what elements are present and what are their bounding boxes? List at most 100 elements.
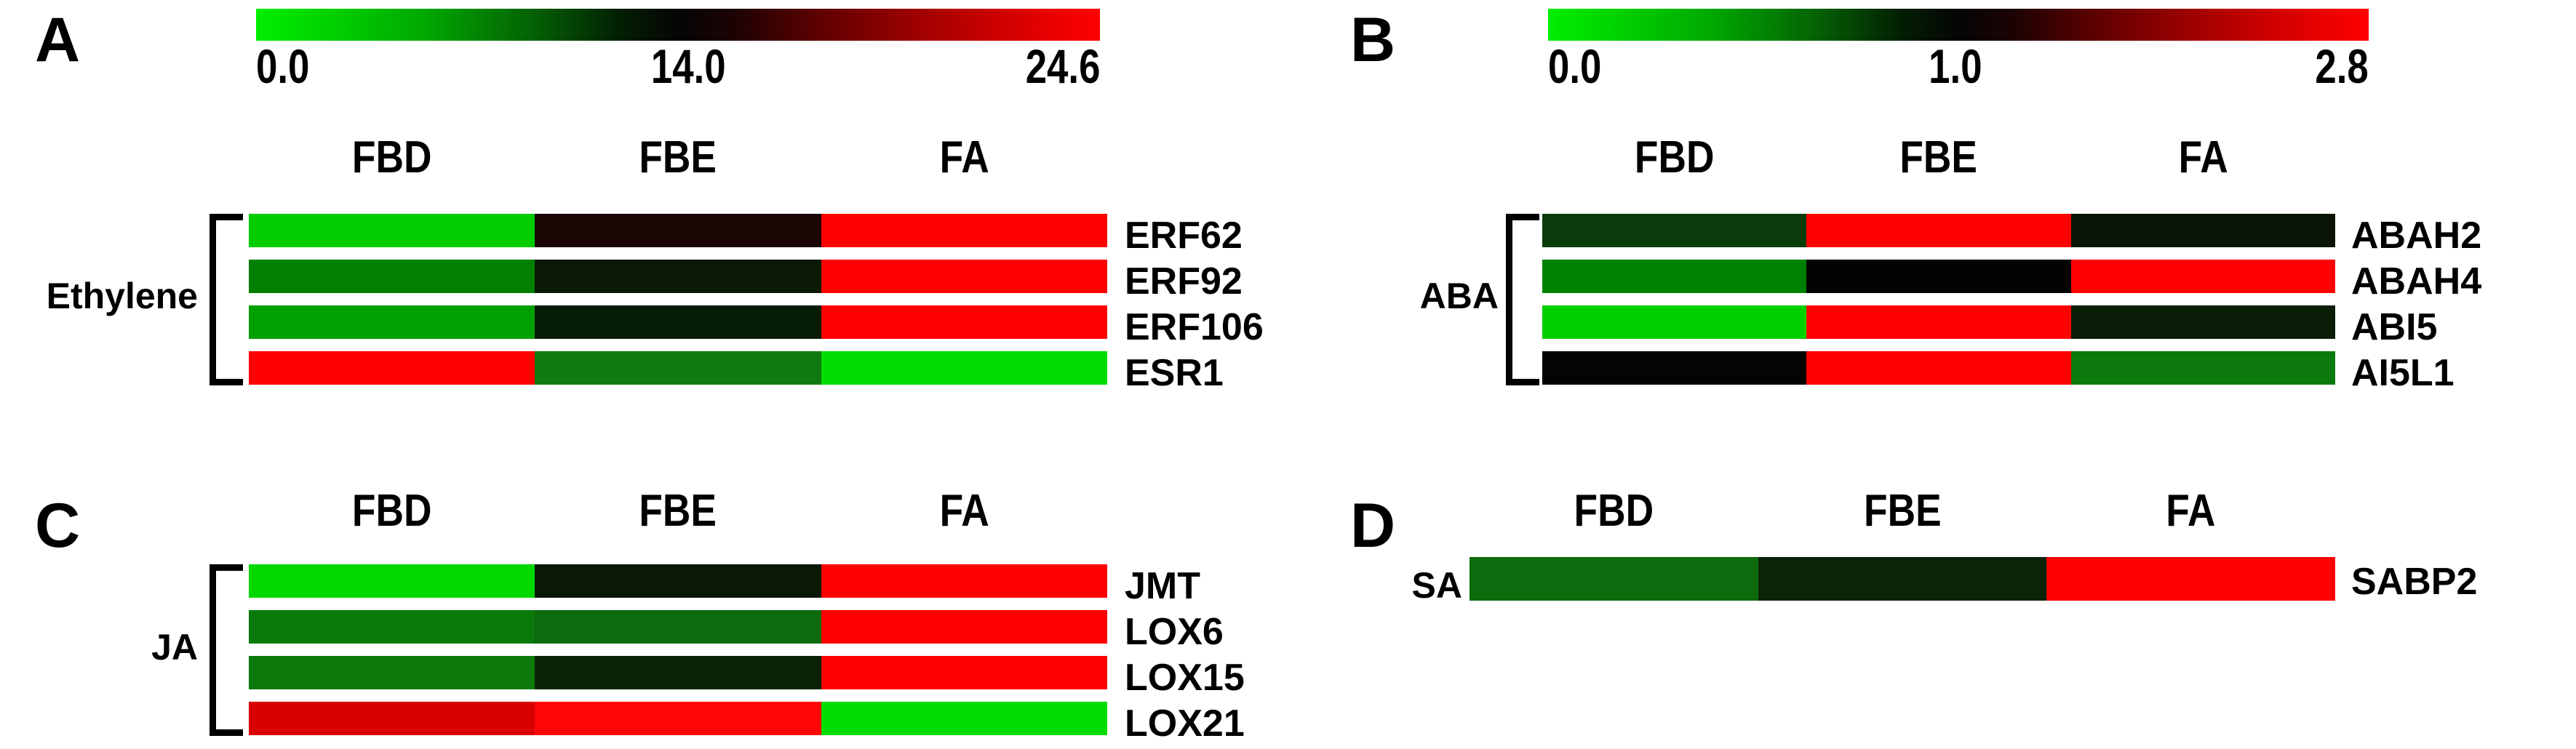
- heat-cell: [821, 564, 1107, 598]
- panel-a-column-headers: FBD FBE FA: [249, 135, 1107, 180]
- panel-a-colorbar-ticks: 0.0 14.0 24.6: [256, 41, 1100, 95]
- panel-c-column-header-fbd: FBD: [351, 486, 432, 536]
- gene-label-lox6: LOX6: [1125, 611, 1224, 653]
- heat-cell: [249, 214, 535, 247]
- panel-b: B 0.0 1.0 2.8 FBD FBE FA ABA: [1288, 0, 2576, 392]
- panel-b-column-header-fa: FA: [2178, 132, 2228, 183]
- heat-cell: [535, 564, 821, 598]
- panel-c-letter: C: [35, 491, 80, 561]
- heat-cell: [249, 351, 535, 385]
- panel-a-gene-labels: ERF62 ERF92 ERF106 ESR1: [1125, 214, 1416, 392]
- heat-cell: [821, 260, 1107, 293]
- panel-a-group-bracket: [210, 214, 243, 385]
- heat-cell: [1542, 351, 1807, 385]
- gene-label-sabp2: SABP2: [2351, 561, 2478, 603]
- table-row: [249, 351, 1107, 385]
- heat-cell: [535, 305, 821, 339]
- panel-d-column-header-fa: FA: [2166, 486, 2216, 536]
- heat-cell: [821, 656, 1107, 689]
- heat-cell: [249, 656, 535, 689]
- panel-c-gene-labels: JMT LOX6 LOX15 LOX21: [1125, 564, 1416, 742]
- panel-d-heatmap: [1470, 557, 2336, 601]
- table-row: [1470, 557, 2336, 601]
- heat-cell: [2070, 351, 2335, 385]
- heat-cell: [2070, 305, 2335, 339]
- panel-b-heatmap: [1542, 214, 2335, 385]
- heat-cell: [2070, 214, 2335, 247]
- panel-d-gene-labels: SABP2: [2351, 557, 2576, 601]
- panel-c-heatmap: [249, 564, 1107, 736]
- panel-c-column-header-fa: FA: [939, 486, 989, 536]
- heat-cell: [249, 610, 535, 644]
- panel-b-column-headers: FBD FBE FA: [1542, 135, 2335, 180]
- heat-cell: [1470, 557, 1758, 601]
- panel-a-colorbar-wrap: 0.0 14.0 24.6: [256, 9, 1100, 95]
- gene-label-erf62: ERF62: [1125, 215, 1243, 257]
- heat-cell: [535, 610, 821, 644]
- panel-a-column-header-fbd: FBD: [351, 132, 432, 183]
- table-row: [249, 564, 1107, 598]
- heat-cell: [1806, 260, 2071, 293]
- gene-label-erf92: ERF92: [1125, 260, 1243, 303]
- panel-a-colorbar-mid-label: 14.0: [650, 39, 726, 93]
- gene-label-esr1: ESR1: [1125, 352, 1224, 394]
- panel-b-colorbar-mid-label: 1.0: [1929, 39, 1982, 93]
- heat-cell: [821, 305, 1107, 339]
- table-row: [1542, 260, 2335, 293]
- panel-d-column-header-fbe: FBE: [1863, 486, 1942, 536]
- panel-b-column-header-fbe: FBE: [1899, 132, 1978, 183]
- heat-cell: [1758, 557, 2047, 601]
- panel-a-colorbar-max-label: 24.6: [1025, 39, 1100, 93]
- panel-a-colorbar-gradient: [256, 9, 1100, 41]
- panel-b-colorbar-max-label: 2.8: [2315, 39, 2369, 93]
- panel-a-heatmap: [249, 214, 1107, 385]
- heat-cell: [1542, 214, 1807, 247]
- panel-b-letter: B: [1350, 5, 1395, 75]
- gene-label-abah2: ABAH2: [2351, 215, 2482, 257]
- panel-b-column-header-fbd: FBD: [1634, 132, 1715, 183]
- heat-cell: [821, 610, 1107, 644]
- heat-cell: [1542, 305, 1807, 339]
- gene-label-abi5: ABI5: [2351, 306, 2438, 348]
- table-row: [249, 610, 1107, 644]
- gene-label-erf106: ERF106: [1125, 306, 1264, 348]
- table-row: [249, 656, 1107, 689]
- heat-cell: [535, 656, 821, 689]
- table-row: [249, 702, 1107, 735]
- heat-cell: [535, 214, 821, 247]
- table-row: [1542, 305, 2335, 339]
- panel-a-column-header-fbe: FBE: [639, 132, 717, 183]
- heat-cell: [535, 260, 821, 293]
- heat-cell: [1806, 214, 2071, 247]
- panel-b-colorbar-wrap: 0.0 1.0 2.8: [1548, 9, 2369, 95]
- table-row: [1542, 351, 2335, 385]
- gene-label-jmt: JMT: [1125, 565, 1200, 607]
- heat-cell: [1806, 305, 2071, 339]
- panel-b-colorbar-ticks: 0.0 1.0 2.8: [1548, 41, 2369, 95]
- panel-d-group-label: SA: [1411, 565, 1462, 606]
- table-row: [249, 214, 1107, 247]
- panel-b-gene-labels: ABAH2 ABAH4 ABI5 AI5L1: [2351, 214, 2576, 392]
- panel-d-column-headers: FBD FBE FA: [1470, 489, 2335, 534]
- heat-cell: [535, 351, 821, 385]
- panel-a-colorbar-min-label: 0.0: [256, 39, 310, 93]
- panel-d: D FBD FBE FA SA SABP2: [1288, 480, 2576, 749]
- panel-a-column-header-fa: FA: [939, 132, 989, 183]
- panel-b-colorbar-min-label: 0.0: [1548, 39, 1602, 93]
- panel-c-group-label: JA: [151, 627, 198, 668]
- panel-a-letter: A: [35, 5, 80, 75]
- panel-c-column-headers: FBD FBE FA: [249, 489, 1107, 534]
- gene-label-lox15: LOX15: [1125, 657, 1245, 699]
- heat-cell: [249, 564, 535, 598]
- table-row: [249, 260, 1107, 293]
- heat-cell: [2046, 557, 2336, 601]
- panel-c: C FBD FBE FA JA: [0, 480, 1280, 749]
- heat-cell: [1806, 351, 2071, 385]
- heat-cell: [535, 702, 821, 735]
- heat-cell: [821, 214, 1107, 247]
- panel-a: A 0.0 14.0 24.6 FBD FBE FA Ethylene: [0, 0, 1280, 392]
- heat-cell: [821, 702, 1107, 735]
- heat-cell: [2070, 260, 2335, 293]
- table-row: [249, 305, 1107, 339]
